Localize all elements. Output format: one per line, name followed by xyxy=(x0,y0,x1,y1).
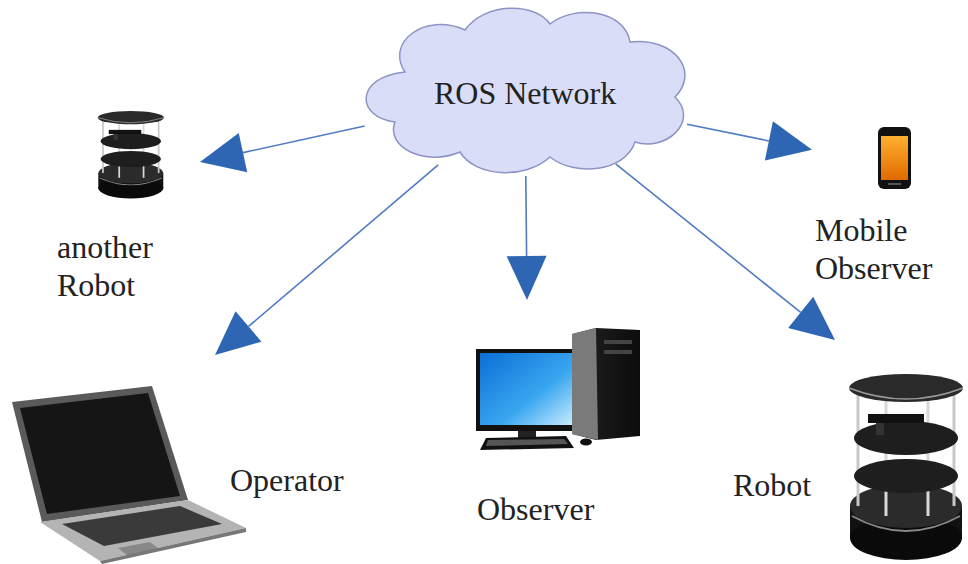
robot-icon xyxy=(849,374,963,560)
desktop-icon xyxy=(476,328,640,450)
network-cloud: ROS Network xyxy=(345,2,705,180)
laptop-icon xyxy=(12,386,246,564)
device-label: Operator xyxy=(230,461,366,499)
device-label: another Robot xyxy=(57,228,195,304)
robot-icon xyxy=(98,111,164,198)
phone-node: Mobile Observer xyxy=(812,125,964,295)
phone-icon xyxy=(878,127,911,189)
desktop-node: Observer xyxy=(465,300,645,538)
arrow-connector xyxy=(616,164,835,340)
network-label: ROS Network xyxy=(434,74,616,112)
robot-node: Robot xyxy=(730,340,964,560)
device-label: Robot xyxy=(733,466,843,504)
robot-node: another Robot xyxy=(45,110,197,310)
arrow-connector xyxy=(215,165,438,355)
arrow-connector xyxy=(200,126,365,172)
arrow-connector xyxy=(507,176,547,300)
device-label: Observer xyxy=(477,490,637,528)
laptop-node: Operator xyxy=(8,355,370,560)
device-label: Mobile Observer xyxy=(815,211,961,287)
arrow-connector xyxy=(687,121,812,160)
